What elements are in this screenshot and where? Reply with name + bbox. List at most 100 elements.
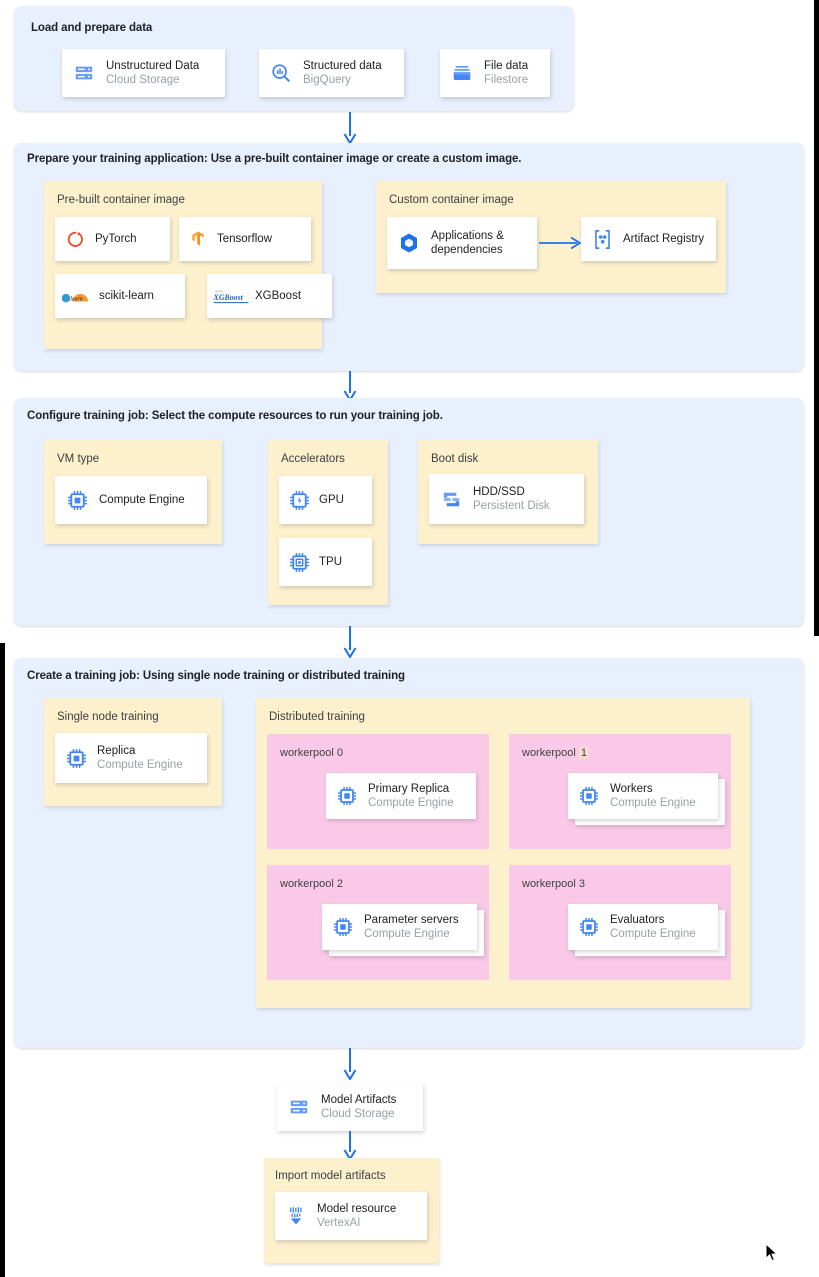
cpu-chip-icon [326,785,368,807]
arrow-apps-to-artifact-registry [539,233,585,253]
card-title: File data [484,60,529,72]
arrow-prepare-to-configure [342,371,358,401]
pool-workerpool-1: workerpool 1 [509,734,731,849]
card-title: Parameter servers [364,914,459,926]
scikit-learn-icon: learn [55,287,99,305]
stage-title-prepare: Prepare your training application: Use a… [27,153,522,165]
card-workers[interactable]: Workers Compute Engine [568,773,718,819]
card-title: XGBoost [255,290,302,302]
tensorflow-icon [179,229,217,249]
card-subtitle: Cloud Storage [321,1108,395,1120]
stage-prepare-training-application: Prepare your training application: Use a… [14,143,804,371]
card-subtitle: VertexAI [317,1217,361,1229]
pool-label-2: workerpool 2 [280,878,343,890]
pool-label-index: 3 [578,878,585,890]
card-artifact-registry[interactable]: Artifact Registry [581,217,716,261]
card-gpu[interactable]: GPU [279,476,372,524]
persistent-disk-icon [429,488,473,511]
stage-title-create: Create a training job: Using single node… [27,670,405,682]
card-scikit-learn[interactable]: learn scikit-learn [55,274,185,318]
card-title: GPU [319,494,344,506]
card-title: Evaluators [610,914,665,926]
cloud-storage-icon [62,62,106,84]
card-persistent-disk[interactable]: HDD/SSD Persistent Disk [429,474,584,524]
pool-workerpool-2: workerpool 2 [267,865,489,980]
card-tpu[interactable]: TPU [279,538,372,586]
card-unstructured-data[interactable]: Unstructured Data Cloud Storage [62,49,225,97]
group-distributed-training: Distributed training workerpool 0 [256,698,750,1008]
pool-label-index: 2 [336,878,343,890]
card-title: Artifact Registry [623,233,705,245]
cpu-chip-icon [568,916,610,938]
card-model-artifacts[interactable]: Model Artifacts Cloud Storage [277,1083,423,1131]
card-parameter-servers[interactable]: Parameter servers Compute Engine [322,904,477,950]
pool-label-3: workerpool 3 [522,878,585,890]
pool-label-prefix: workerpool [280,747,334,759]
stage-configure-training-job: Configure training job: Select the compu… [14,398,804,626]
card-title: Model resource [317,1203,397,1215]
stage-load-and-prepare-data: Load and prepare data Unstructured Data … [14,6,574,111]
card-compute-engine-vm[interactable]: Compute Engine [55,476,207,524]
bigquery-icon [259,62,303,84]
card-xgboost[interactable]: dmlc XGBoost XGBoost [207,274,332,318]
filestore-icon [440,62,484,84]
card-evaluators[interactable]: Evaluators Compute Engine [568,904,718,950]
card-file-data[interactable]: File data Filestore [440,49,550,97]
pool-label-0: workerpool 0 [280,747,343,759]
vertex-ai-icon [275,1205,317,1227]
card-title: Structured data [303,60,382,72]
card-subtitle: Compute Engine [364,928,450,940]
card-model-resource[interactable]: Model resource VertexAI [275,1192,427,1240]
stage-create-training-job: Create a training job: Using single node… [14,658,804,1048]
card-tensorflow[interactable]: Tensorflow [179,217,311,261]
card-pytorch[interactable]: PyTorch [55,217,170,261]
container-icon [387,231,431,255]
card-subtitle: Compute Engine [368,797,454,809]
cpu-chip-icon [322,916,364,938]
card-title: Applications & [431,230,504,242]
mouse-cursor [765,1243,779,1263]
card-subtitle: Cloud Storage [106,74,180,86]
svg-text:XGBoost: XGBoost [213,293,244,302]
viewport-right-edge [814,0,819,636]
arrow-load-to-prepare [342,112,358,144]
svg-text:learn: learn [70,296,83,302]
card-title-line2: dependencies [431,244,503,256]
pool-workerpool-0: workerpool 0 [267,734,489,849]
card-title: Unstructured Data [106,60,200,72]
cpu-chip-icon [568,785,610,807]
pool-label-1: workerpool 1 [522,747,589,759]
pool-label-index[interactable]: 1 [578,747,589,759]
card-primary-replica[interactable]: Primary Replica Compute Engine [326,773,476,819]
cloud-storage-icon [277,1096,321,1118]
pool-workerpool-3: workerpool 3 [509,865,731,980]
pool-label-prefix: workerpool [522,878,576,890]
card-subtitle: Compute Engine [97,759,183,771]
card-applications-dependencies[interactable]: Applications & dependencies [387,217,537,269]
card-title: Tensorflow [217,233,272,245]
group-vm-type: VM type Compute Engine [44,440,222,544]
group-pre-built-container-image: Pre-built container image PyTorch [44,181,332,349]
card-replica[interactable]: Replica Compute Engine [55,733,207,783]
tpu-chip-icon [279,551,319,574]
card-title: Compute Engine [99,494,185,506]
group-title-accelerators: Accelerators [281,453,345,465]
card-subtitle: BigQuery [303,74,351,86]
stage-title-configure: Configure training job: Select the compu… [27,410,443,422]
card-structured-data[interactable]: Structured data BigQuery [259,49,404,97]
card-title: Primary Replica [368,783,450,795]
group-title-boot-disk: Boot disk [431,453,479,465]
card-title: Model Artifacts [321,1094,397,1106]
cpu-chip-icon [55,747,97,770]
card-subtitle: Persistent Disk [473,500,550,512]
viewport-left-edge [0,643,5,1277]
group-accelerators: Accelerators GPU [268,440,388,605]
group-boot-disk: Boot disk HDD/SSD Persistent Disk [418,440,598,544]
group-custom-container-image: Custom container image Applications & de… [376,181,726,293]
arrow-create-to-artifacts [342,1048,358,1080]
card-subtitle: Compute Engine [610,928,696,940]
pool-label-index: 0 [336,747,343,759]
card-title: Replica [97,745,136,757]
card-title: scikit-learn [99,290,154,302]
